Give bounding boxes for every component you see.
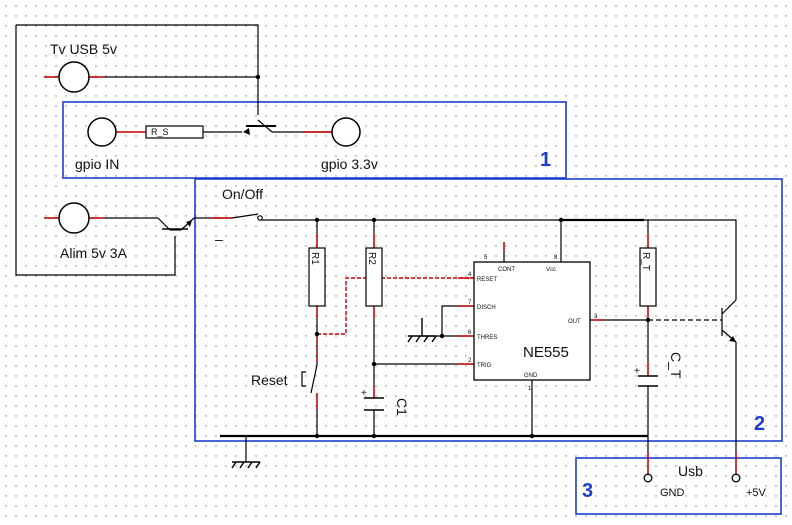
onoff-switch-blade — [231, 213, 259, 219]
region-box-1 — [62, 101, 567, 179]
ic-name: NE555 — [523, 344, 569, 361]
ground-1-hatch-a — [231, 461, 237, 469]
ground-2-hatch-a — [407, 335, 413, 343]
onoff-minus-label: – — [215, 231, 223, 247]
junction-dot — [645, 317, 651, 323]
pin-num-gnd: 1 — [528, 386, 532, 392]
junction-dot — [371, 361, 377, 367]
pin-name-gnd: GND — [524, 373, 538, 379]
ne555-pin-labels: 4 RESET 7 DISCH 6 THRES 2 TRIG 5 CONT 8 … — [468, 255, 598, 392]
pin-num-thres: 6 — [468, 330, 472, 336]
reset-dashed-wire — [317, 277, 474, 335]
junction-dot — [371, 433, 377, 439]
pin-num-vcc: 8 — [554, 255, 558, 261]
c-t-label: C_T — [668, 352, 684, 379]
ground-1-hatch-b — [239, 461, 245, 469]
usb-gnd-terminal-icon — [643, 473, 653, 483]
junction-dot — [439, 333, 445, 339]
region-label-1: 1 — [540, 149, 551, 171]
usb-terminals — [643, 473, 741, 483]
r2-label: R2 — [366, 252, 377, 265]
pin-num-reset: 4 — [468, 272, 472, 278]
pin-num-trig: 2 — [468, 358, 472, 364]
region-label-2: 2 — [754, 413, 765, 435]
region-box-2 — [194, 178, 783, 442]
c-t-plus-sign: + — [634, 366, 640, 377]
q2-arrow-icon — [186, 220, 192, 227]
sources — [58, 61, 361, 234]
r2-resistor — [365, 247, 383, 307]
reset-switch — [301, 364, 318, 394]
gpio-33-label: gpio 3.3v — [321, 156, 378, 172]
pin-num-out: 3 — [594, 314, 598, 320]
r-t-resistor — [639, 247, 657, 307]
ground-2-hatch-d — [431, 335, 437, 343]
red-wires — [44, 76, 737, 474]
tv-usb-label: Tv USB 5v — [50, 41, 117, 57]
r-t-label: R_T — [640, 252, 651, 271]
transistor-arrows — [186, 128, 736, 342]
junction-dot — [255, 74, 261, 80]
capacitors — [364, 375, 658, 411]
r-s-label: R_S — [151, 127, 169, 137]
gnd-label: GND — [660, 487, 685, 499]
ne555-chip — [473, 261, 591, 381]
plus5v-label: +5V — [746, 487, 767, 499]
region-box-3 — [575, 457, 782, 515]
alim-label: Alim 5v 3A — [60, 245, 128, 261]
outer-enclosure-wire — [15, 25, 176, 276]
pin-num-disch: 7 — [468, 300, 472, 306]
alim-source-icon — [58, 202, 90, 234]
ground-1-hatch-c — [247, 461, 253, 469]
junction-dot — [371, 217, 377, 223]
tv-usb-feed-wire — [16, 24, 259, 115]
q2-collector — [180, 217, 195, 231]
c1-label: C1 — [394, 398, 410, 416]
tv-usb-source-icon — [58, 61, 90, 93]
r-s-resistor — [145, 125, 204, 139]
r1-label: R1 — [309, 252, 320, 265]
q2-emitter — [157, 217, 171, 231]
pin-name-trig: TRIG — [477, 363, 492, 369]
pin-name-reset: RESET — [477, 277, 497, 283]
junction-dot — [314, 331, 320, 337]
ground-2-hatch-c — [423, 335, 429, 343]
ground-1-hatch-d — [255, 461, 261, 469]
ground-symbols — [231, 318, 437, 469]
usb-label: Usb — [678, 463, 703, 479]
junction-dot — [314, 433, 320, 439]
reset-label: Reset — [251, 372, 288, 388]
junction-dot — [314, 217, 320, 223]
usb-plus5v-terminal-icon — [731, 473, 741, 483]
region-boxes — [62, 101, 783, 515]
onoff-switch-contact — [257, 215, 263, 221]
top-rail-to-q3 — [644, 219, 737, 300]
q3-collector — [721, 299, 737, 315]
ground-2-hatch-b — [415, 335, 421, 343]
region-label-3: 3 — [582, 480, 593, 502]
onoff-switch — [231, 213, 263, 221]
pin-name-out: OUT — [568, 319, 581, 325]
c1-plus-sign: + — [361, 388, 367, 399]
pin-num-cont: 5 — [484, 255, 488, 261]
onoff-label: On/Off — [222, 186, 263, 202]
r1-resistor — [308, 247, 326, 307]
gpio-in-connector-icon — [87, 117, 117, 147]
reset-switch-actuator — [301, 371, 306, 387]
pin-name-cont: CONT — [498, 267, 515, 273]
gpio-33-connector-icon — [331, 117, 361, 147]
vertical-resistors — [308, 247, 657, 307]
pin-name-vcc: Vcc — [546, 267, 556, 273]
pin-name-thres: THRES — [477, 335, 497, 341]
junction-dots — [255, 74, 651, 439]
junction-dot — [529, 433, 535, 439]
gpio-in-label: gpio IN — [75, 156, 119, 172]
reset-switch-blade — [310, 364, 318, 394]
q1-arrow-icon — [243, 128, 250, 135]
junction-dot — [558, 217, 564, 223]
q3-arrow-icon — [729, 336, 736, 342]
pin-name-disch: DISCH — [477, 305, 496, 311]
